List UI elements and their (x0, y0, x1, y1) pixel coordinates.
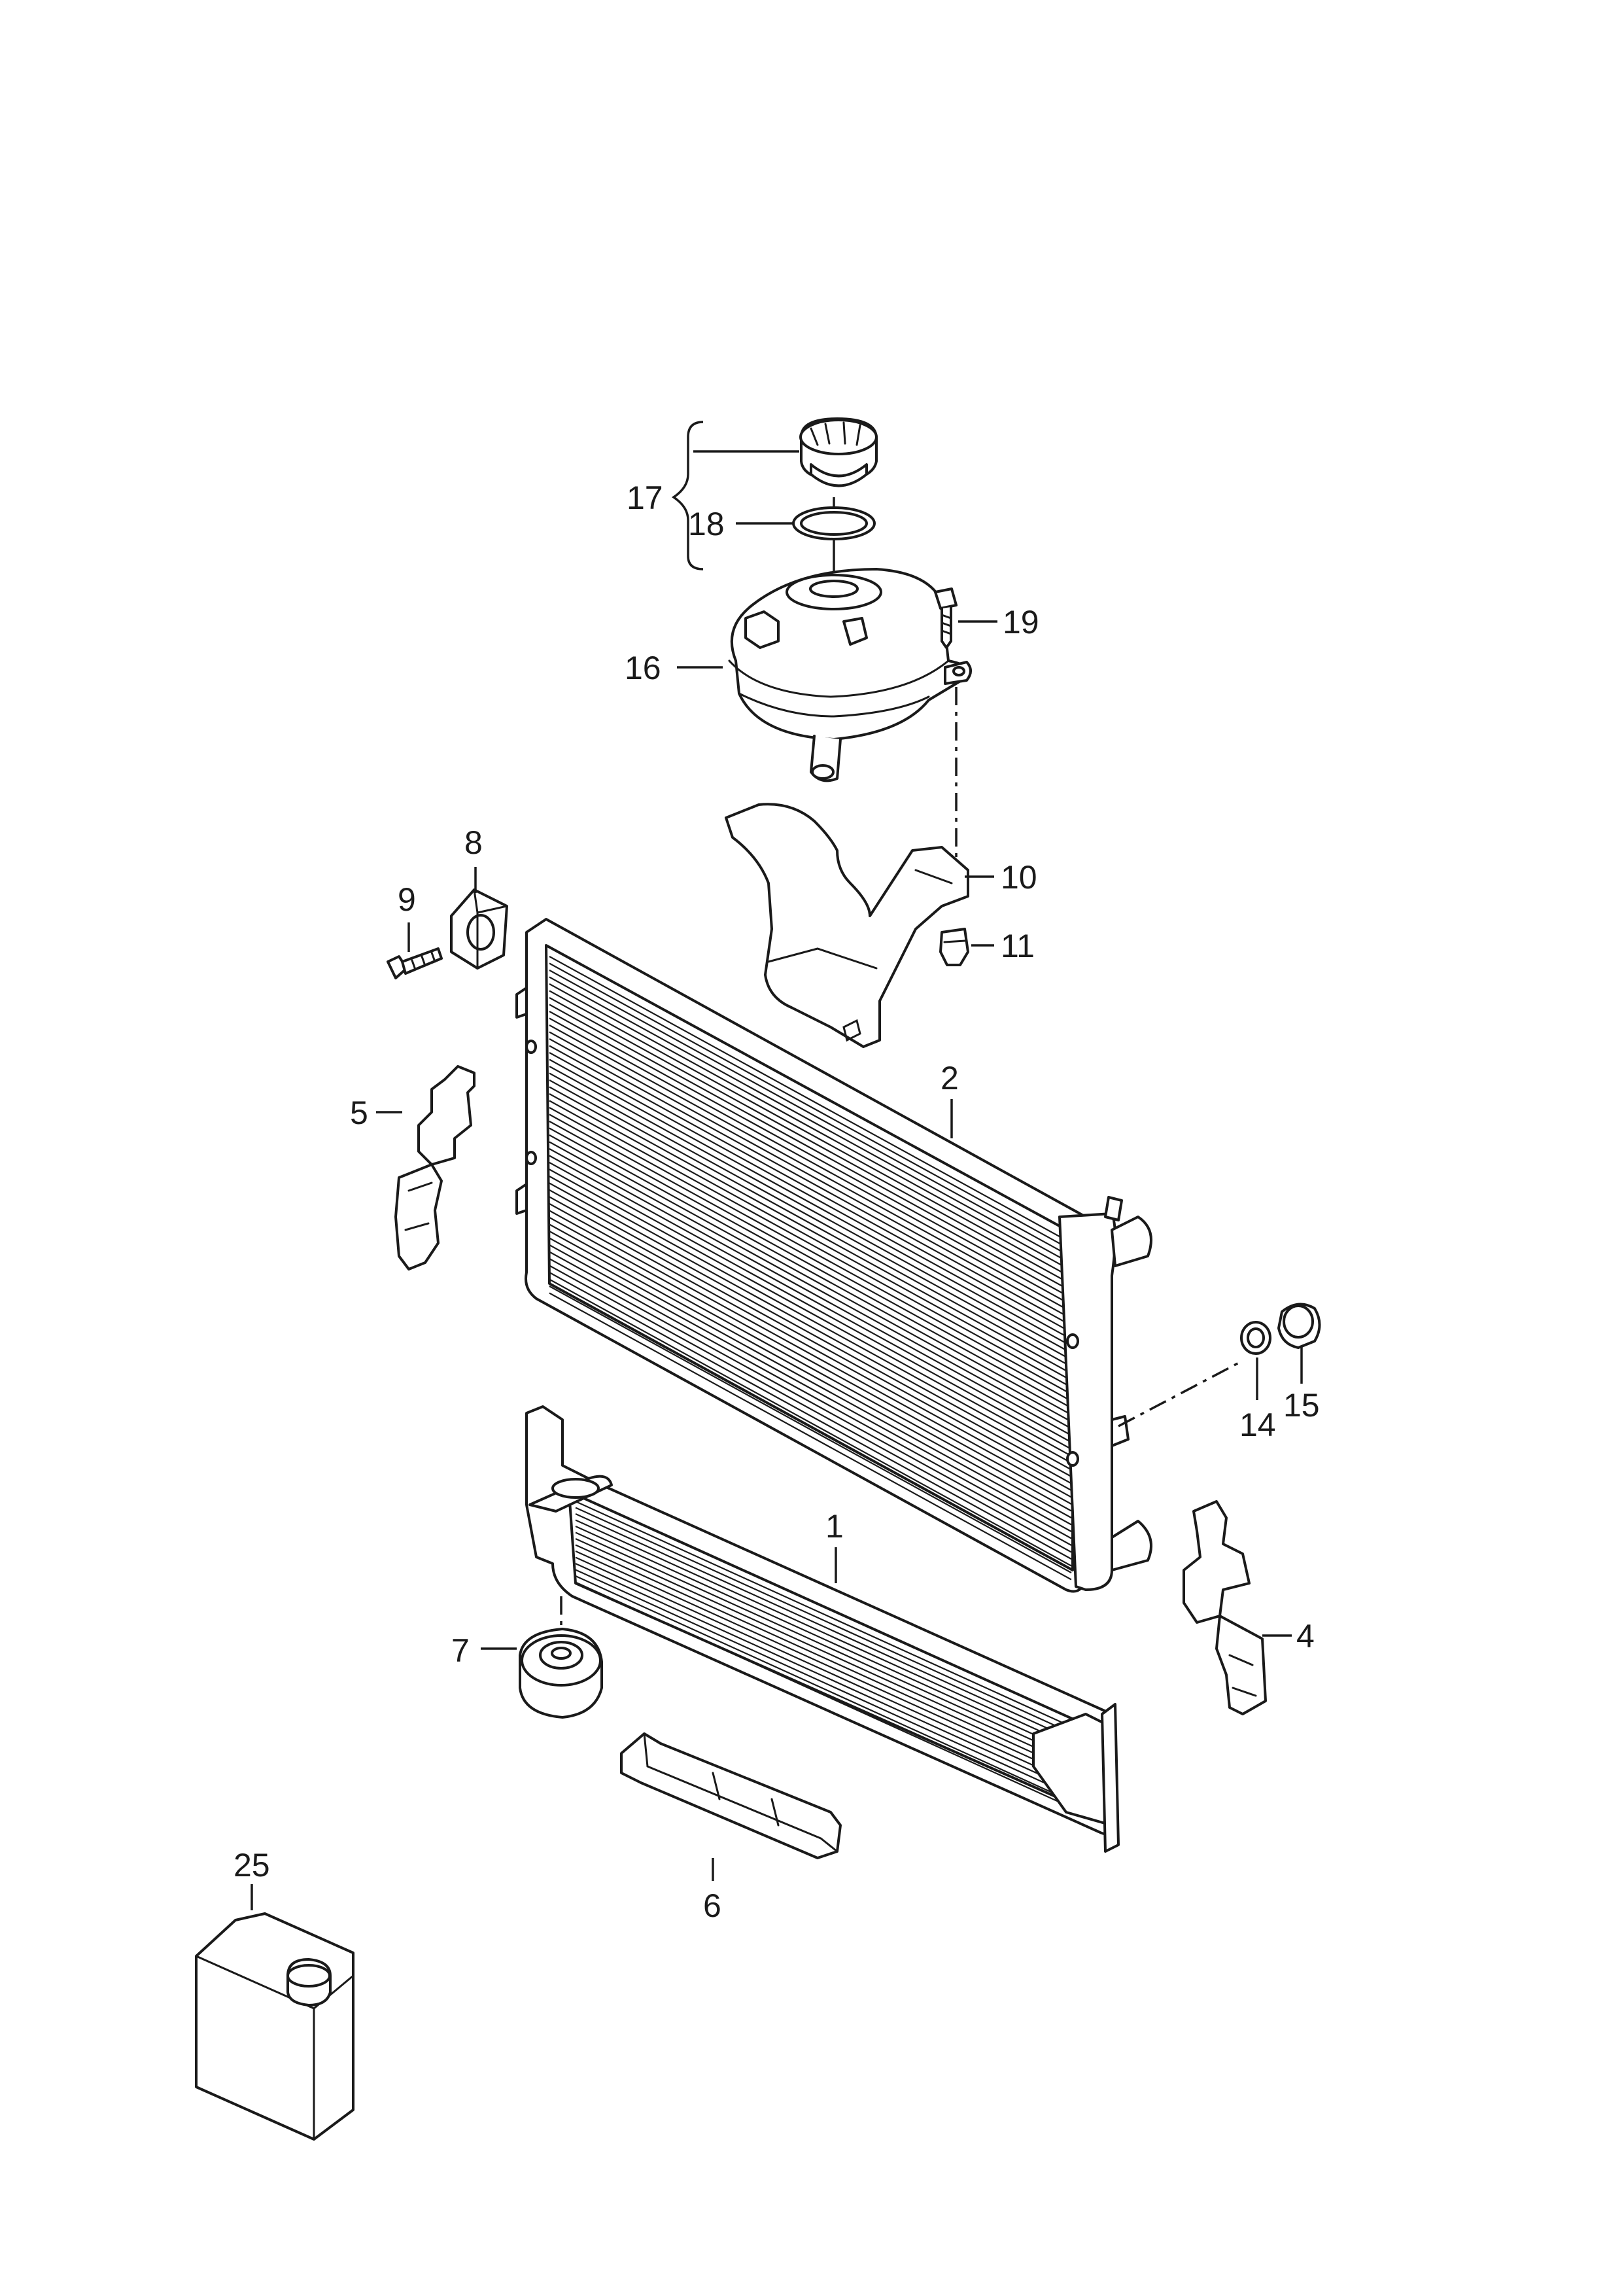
screw (387, 947, 443, 979)
leader-lines (251, 421, 1303, 1910)
callout-4: 4 (1296, 1618, 1315, 1655)
callout-25: 25 (233, 1847, 270, 1883)
grommet (519, 1628, 603, 1719)
air-duct (620, 1732, 842, 1859)
callout-2: 2 (941, 1060, 959, 1096)
callout-11: 11 (1001, 928, 1035, 964)
callout-5: 5 (350, 1095, 368, 1131)
callout-8: 8 (464, 824, 483, 861)
radiator-fins (549, 956, 1072, 1581)
intercooler-fins (575, 1500, 1105, 1823)
clip-nut (939, 928, 969, 966)
mounting-bracket (725, 803, 969, 1048)
callout-17: 17 (627, 480, 663, 516)
callout-7: 7 (451, 1632, 470, 1669)
callout-10: 10 (1001, 859, 1037, 896)
radiator (515, 918, 1152, 1593)
bolt (934, 587, 958, 649)
callout-6: 6 (703, 1887, 721, 1924)
intercooler (525, 1405, 1120, 1853)
drain-plug (1277, 1303, 1321, 1349)
callout-18: 18 (688, 506, 725, 542)
right-air-guide (1183, 1500, 1267, 1715)
left-air-guide (394, 1065, 475, 1270)
rubber-mount (450, 888, 508, 970)
coolant-container (195, 1912, 354, 2141)
plug-assembly-line (1118, 1359, 1243, 1428)
expansion-tank (728, 568, 972, 782)
callout-15: 15 (1283, 1387, 1320, 1424)
callout-14: 14 (1239, 1407, 1276, 1443)
callout-19: 19 (1003, 604, 1039, 640)
seal-ring (792, 506, 876, 540)
callout-1: 1 (825, 1508, 844, 1545)
sealing-ring (1240, 1321, 1271, 1355)
filler-cap (799, 417, 878, 487)
callout-9: 9 (398, 881, 416, 918)
callout-16: 16 (625, 650, 661, 686)
